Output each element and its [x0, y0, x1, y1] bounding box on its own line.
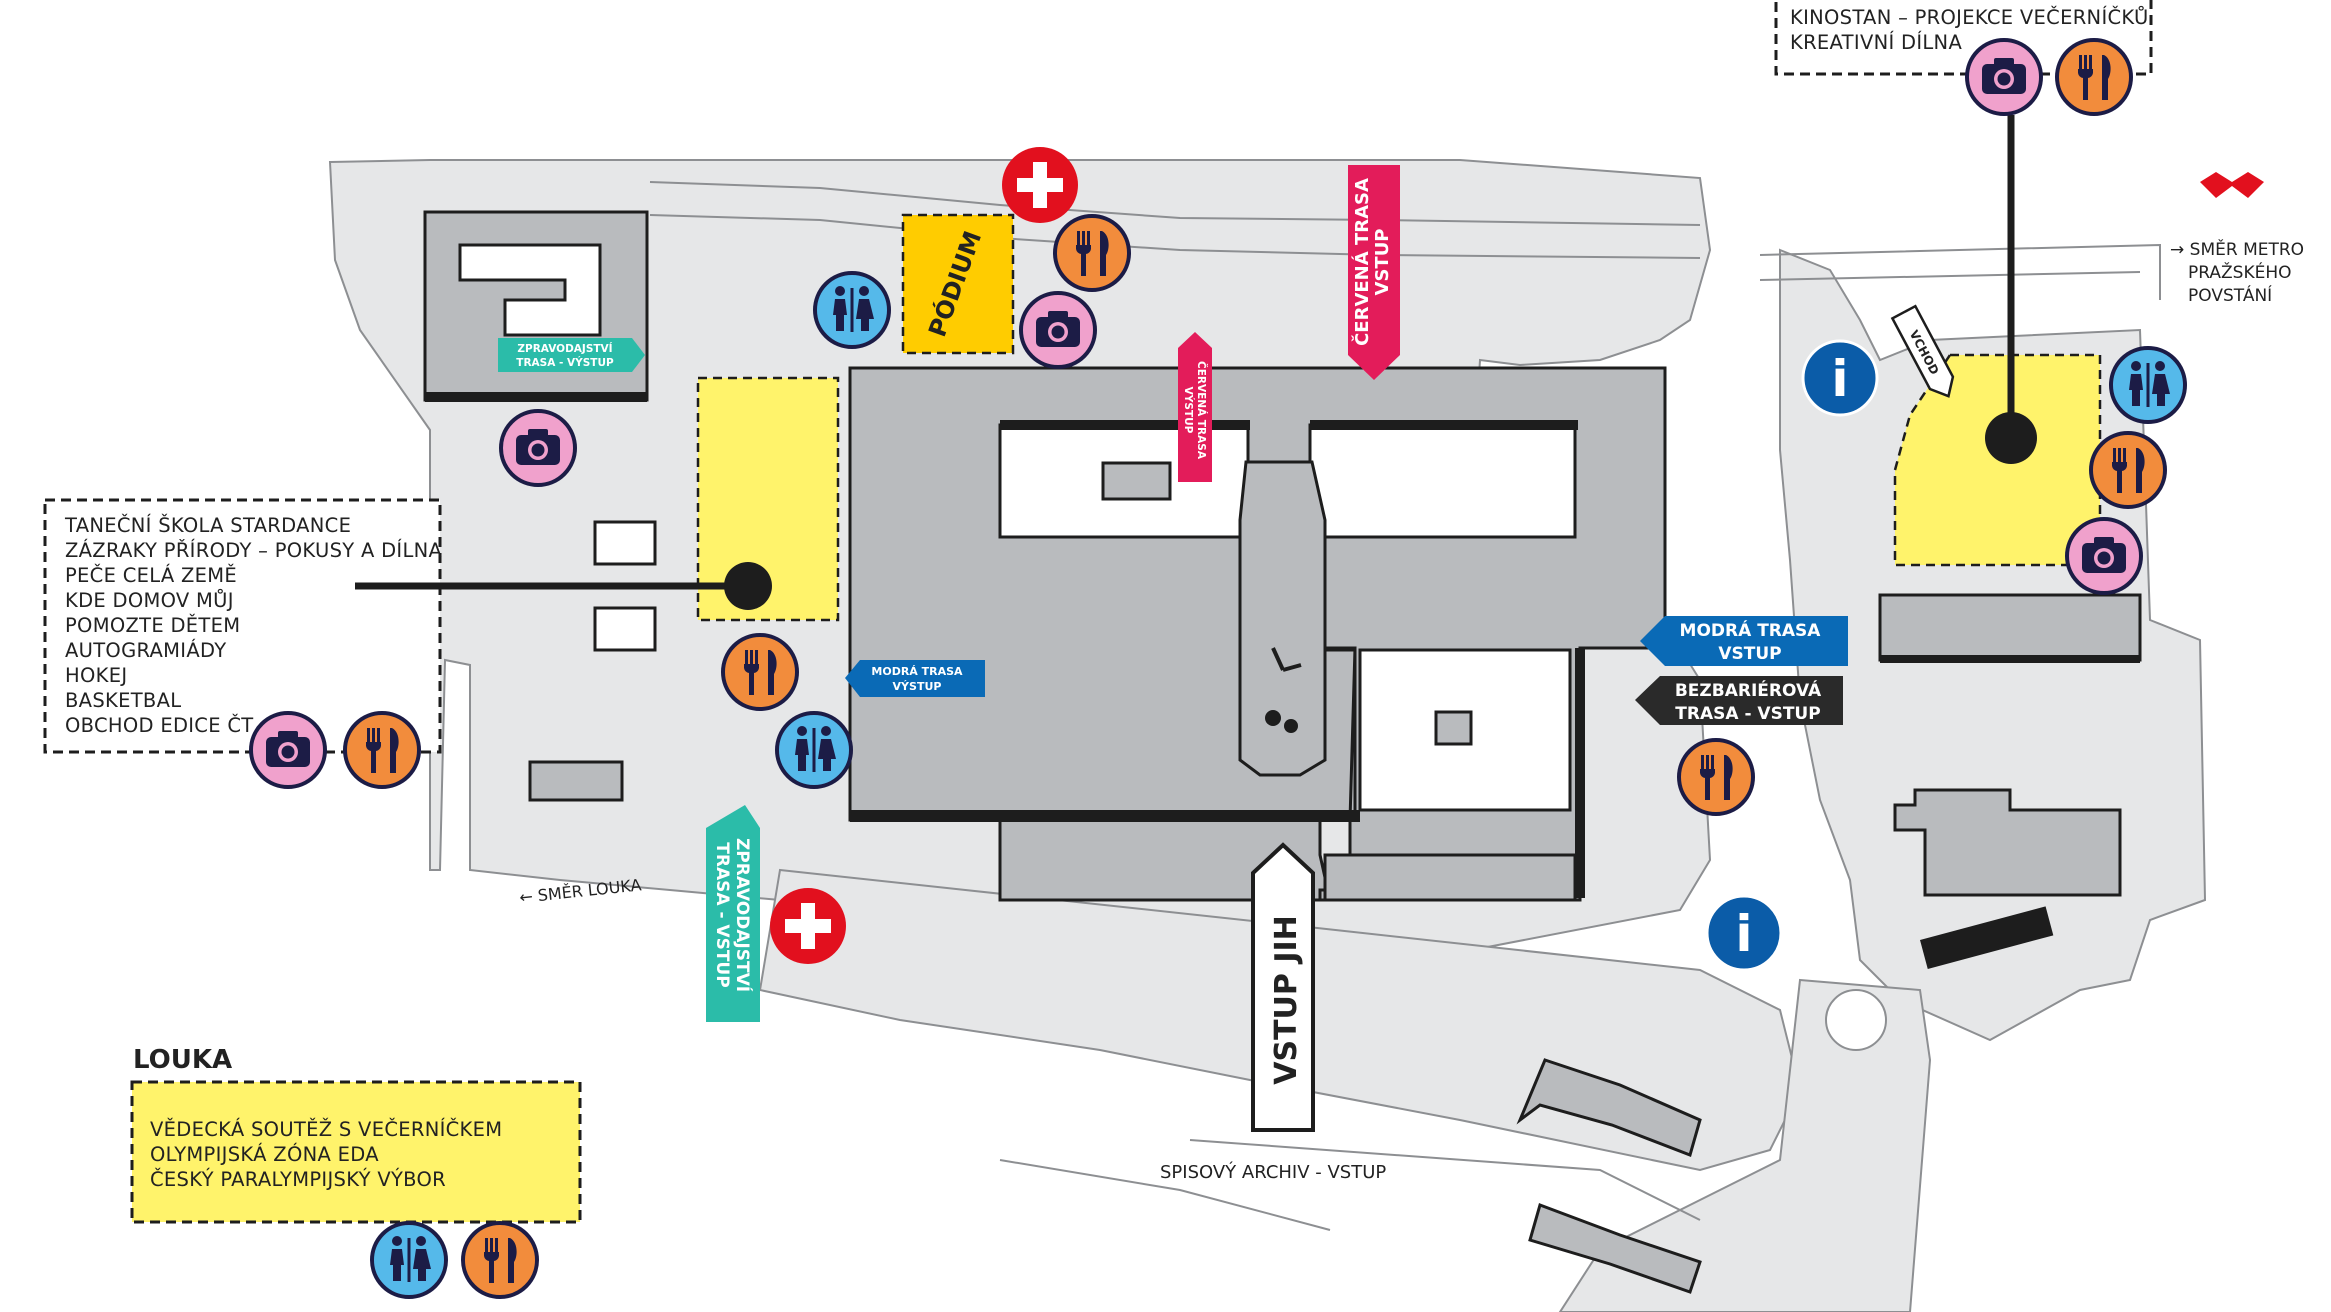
camera-icon[interactable] — [249, 711, 327, 789]
program-left-line: PEČE CELÁ ZEMĚ — [65, 563, 237, 587]
building-bottom — [1323, 853, 1577, 902]
wc-icon[interactable] — [813, 271, 891, 349]
info-icon[interactable]: i — [1801, 339, 1879, 417]
building-small-2 — [593, 606, 657, 652]
program-box-left: TANEČNÍ ŠKOLA STARDANCE ZÁZRAKY PŘÍRODY … — [43, 498, 443, 754]
program-left-line: BASKETBAL — [65, 689, 181, 712]
wc-icon[interactable] — [775, 711, 853, 789]
food-icon[interactable] — [2089, 431, 2167, 509]
building-bottom-angled-1 — [1516, 1058, 1702, 1157]
vstup-jih-label: VSTUP JIH — [1269, 915, 1304, 1085]
camera-icon[interactable] — [1019, 291, 1097, 369]
route-label: MODRÁ TRASA — [871, 665, 963, 678]
building-small-3 — [528, 760, 624, 802]
connectors — [355, 115, 2037, 610]
info-icon-glyph: i — [1735, 905, 1752, 963]
route-cervena-vystup[interactable]: ČERVENÁ TRASA VÝSTUP — [1178, 332, 1212, 482]
smer-metro-line: → SMĚR METRO — [2170, 238, 2304, 260]
smer-metro-line: POVSTÁNÍ — [2188, 284, 2272, 306]
program-left-line: OBCHOD EDICE ČT — [65, 713, 253, 737]
program-left-line: POMOZTE DĚTEM — [65, 614, 240, 637]
zone-podium[interactable] — [901, 213, 1015, 355]
route-label: ČERVENÁ TRASA — [1351, 178, 1373, 346]
smer-metro-line: PRAŽSKÉHO — [2188, 261, 2292, 283]
food-icon[interactable] — [721, 633, 799, 711]
camera-icon[interactable] — [499, 409, 577, 487]
building-bottom-angled-2 — [1528, 1203, 1702, 1294]
route-label: ZPRAVODAJSTVÍ — [517, 342, 612, 355]
route-cervena-vstup[interactable]: ČERVENÁ TRASA VSTUP — [1348, 165, 1400, 380]
route-label: ČERVENÁ TRASA — [1195, 361, 1208, 460]
route-label: VÝSTUP — [893, 680, 942, 693]
route-zpravodajstvi-vstup[interactable]: ZPRAVODAJSTVÍ TRASA - VSTUP — [706, 805, 760, 1022]
louka-title: LOUKA — [133, 1045, 232, 1075]
route-modra-vstup[interactable]: MODRÁ TRASA VSTUP — [1640, 616, 1848, 666]
route-label: BEZBARIÉROVÁ — [1675, 679, 1822, 701]
program-top-right-line: KINOSTAN – PROJEKCE VEČERNÍČKŮ — [1790, 5, 2149, 29]
route-label: ZPRAVODAJSTVÍ — [732, 838, 754, 992]
buildings — [423, 210, 2142, 1294]
route-label: TRASA - VSTUP — [712, 842, 732, 987]
program-box-top-right: KINOSTAN – PROJEKCE VEČERNÍČKŮ KREATIVNÍ… — [1774, 0, 2153, 76]
clock-icon — [1265, 647, 1302, 733]
info-icon-glyph: i — [1831, 350, 1848, 408]
program-left-line: HOKEJ — [65, 664, 127, 687]
program-box-louka: LOUKA VĚDECKÁ SOUTĚŽ S VEČERNÍČKEM OLYMP… — [130, 1045, 582, 1224]
program-louka-line: VĚDECKÁ SOUTĚŽ S VEČERNÍČKEM — [150, 1117, 502, 1141]
clock-tower — [1238, 460, 1327, 777]
wc-icon[interactable] — [2109, 346, 2187, 424]
route-label: VÝSTUP — [1182, 387, 1195, 434]
route-label: MODRÁ TRASA — [1680, 619, 1822, 641]
food-icon[interactable] — [2055, 38, 2133, 116]
route-label: TRASA - VSTUP — [1675, 704, 1820, 724]
first-aid-icon[interactable] — [770, 888, 846, 964]
program-left-line: AUTOGRAMIÁDY — [65, 639, 226, 662]
first-aid-icon[interactable] — [1002, 147, 1078, 223]
route-label: VSTUP — [1372, 229, 1393, 296]
route-zpravodajstvi-vystup[interactable]: ZPRAVODAJSTVÍ TRASA - VÝSTUP — [498, 338, 645, 372]
building-far-right — [1893, 788, 2122, 897]
metro-logo-icon — [2200, 172, 2264, 198]
food-icon[interactable] — [461, 1221, 539, 1299]
info-icon[interactable]: i — [1705, 894, 1783, 972]
camera-icon[interactable] — [1965, 38, 2043, 116]
route-modra-vystup[interactable]: MODRÁ TRASA VÝSTUP — [845, 660, 985, 697]
building-right — [1878, 593, 2142, 662]
program-left-line: KDE DOMOV MŮJ — [65, 588, 234, 612]
program-left-line: TANEČNÍ ŠKOLA STARDANCE — [64, 513, 351, 537]
route-label: TRASA - VÝSTUP — [516, 356, 614, 369]
spisovy-archiv-label: SPISOVÝ ARCHIV - VSTUP — [1160, 1161, 1386, 1183]
program-left-line: ZÁZRAKY PŘÍRODY – POKUSY A DÍLNA — [65, 539, 443, 562]
food-icon[interactable] — [1053, 214, 1131, 292]
wc-icon[interactable] — [370, 1221, 448, 1299]
program-louka-line: ČESKÝ PARALYMPIJSKÝ VÝBOR — [150, 1167, 446, 1191]
building-shadows — [425, 392, 2140, 969]
camera-icon[interactable] — [2065, 517, 2143, 595]
route-vstup-jih[interactable]: VSTUP JIH — [1251, 842, 1315, 1132]
route-label: VSTUP — [1718, 644, 1781, 664]
food-icon[interactable] — [1677, 738, 1755, 816]
program-top-right-line: KREATIVNÍ DÍLNA — [1790, 31, 1962, 54]
food-icon[interactable] — [343, 711, 421, 789]
program-louka-line: OLYMPIJSKÁ ZÓNA EDA — [150, 1142, 379, 1166]
building-small-1 — [593, 520, 657, 566]
smer-metro: → SMĚR METRO PRAŽSKÉHO POVSTÁNÍ — [2170, 238, 2304, 306]
route-bezbarierova-vstup[interactable]: BEZBARIÉROVÁ TRASA - VSTUP — [1635, 676, 1843, 725]
